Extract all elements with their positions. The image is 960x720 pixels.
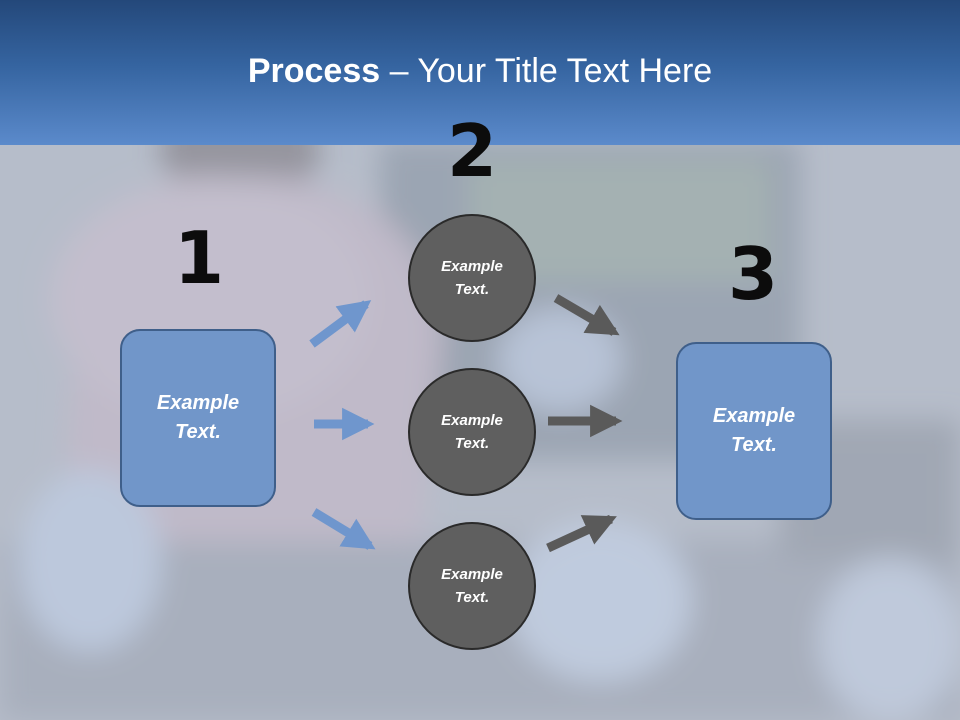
- step-3-box[interactable]: Example Text.: [676, 342, 832, 520]
- step-3-text: Example Text.: [712, 405, 796, 456]
- step-2-circle-bottom[interactable]: Example Text.: [408, 522, 536, 650]
- step-number-2: 2: [446, 109, 498, 193]
- circle-top-text: Example Text.: [441, 258, 503, 298]
- circle-bottom-text: Example Text.: [441, 566, 503, 606]
- step-number-3: 3: [727, 232, 779, 316]
- slide-title[interactable]: Process – Your Title Text Here: [0, 52, 960, 91]
- step-1-box[interactable]: Example Text.: [120, 329, 276, 507]
- circle-middle-text: Example Text.: [441, 412, 503, 452]
- step-2-circle-middle[interactable]: Example Text.: [408, 368, 536, 496]
- step-number-1: 1: [173, 216, 225, 300]
- title-bar: Process – Your Title Text Here: [0, 0, 960, 145]
- title-bold: Process: [247, 52, 381, 90]
- title-rest: – Your Title Text Here: [380, 52, 713, 90]
- step-2-circle-top[interactable]: Example Text.: [408, 214, 536, 342]
- step-1-text: Example Text.: [156, 392, 240, 443]
